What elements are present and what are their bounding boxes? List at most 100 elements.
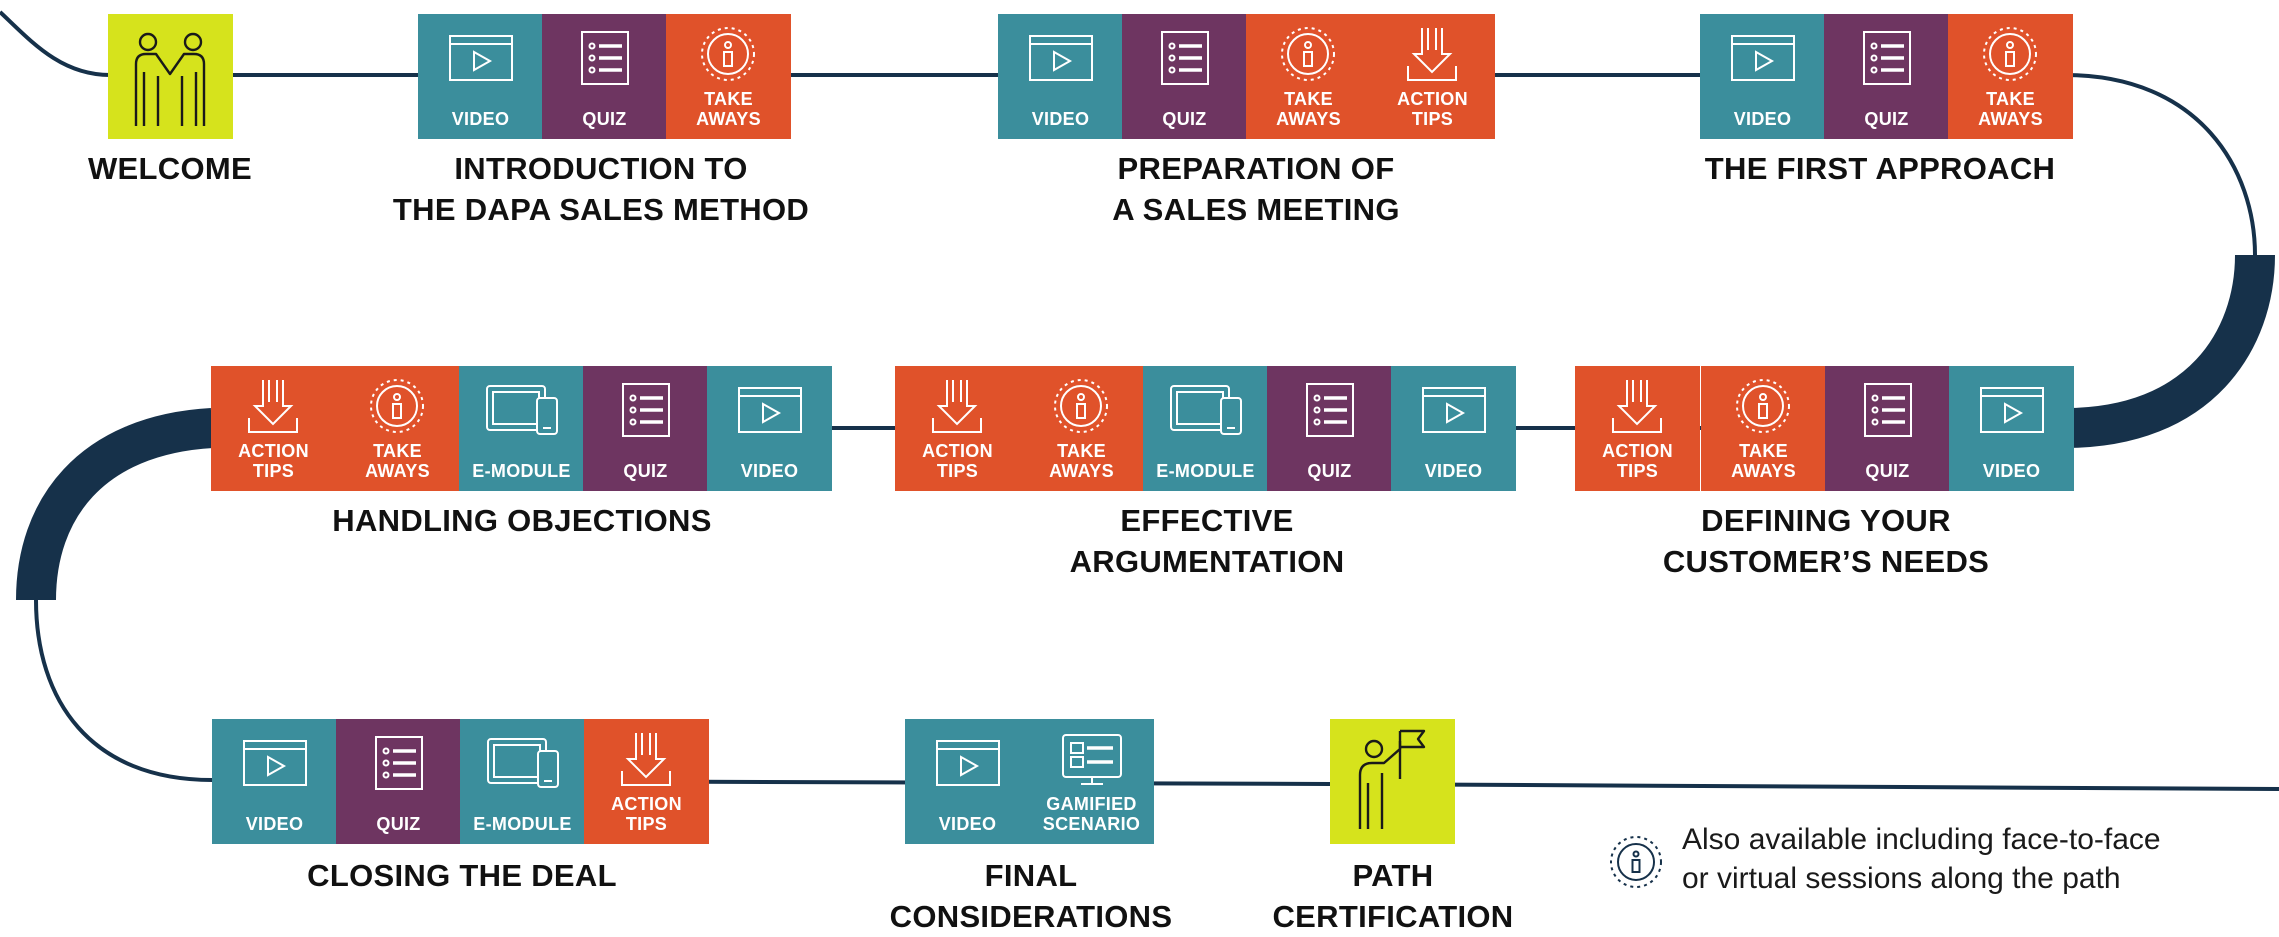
tile-label: E-MODULE	[473, 814, 572, 834]
info-badge-icon	[1736, 379, 1790, 433]
step-title-defining-needs: DEFINING YOUR CUSTOMER’S NEEDS	[1662, 503, 1990, 579]
step-title-preparation: PREPARATION OF A SALES MEETING	[1112, 151, 1400, 227]
take-aways-tile[interactable]: TAKE AWAYS	[335, 366, 460, 491]
tile-label: TAKE AWAYS	[1049, 441, 1114, 481]
video-tile[interactable]: VIDEO	[418, 14, 543, 139]
tile-label: VIDEO	[1424, 461, 1483, 481]
tile-label: ACTION TIPS	[611, 794, 682, 834]
tile-label: VIDEO	[938, 814, 997, 834]
step-title-effective-argumentation: EFFECTIVE ARGUMENTATION	[1069, 503, 1345, 579]
step-title-final-considerations: FINAL CONSIDERATIONS	[889, 858, 1173, 934]
quiz-tile[interactable]: QUIZ	[1825, 366, 1950, 491]
tile-label: TAKE AWAYS	[696, 89, 761, 129]
tile-label: GAMIFIED SCENARIO	[1042, 794, 1141, 834]
tile-label: ACTION TIPS	[1602, 441, 1673, 481]
quiz-list-icon	[581, 31, 629, 85]
video-tile[interactable]: VIDEO	[1700, 14, 1825, 139]
tile-label: QUIZ	[376, 814, 421, 834]
quiz-tile[interactable]: QUIZ	[583, 366, 708, 491]
availability-note: Also available including face-to-face or…	[1682, 823, 2161, 895]
tablet-phone-icon	[486, 385, 558, 435]
download-arrow-icon	[248, 380, 298, 433]
quiz-tile[interactable]: QUIZ	[1122, 14, 1247, 139]
quiz-list-icon	[622, 383, 670, 437]
action-tips-tile[interactable]: ACTION TIPS	[584, 719, 709, 844]
video-player-icon	[1422, 387, 1486, 433]
tile-label: TAKE AWAYS	[1978, 89, 2043, 129]
tile-label: ACTION TIPS	[1397, 89, 1468, 129]
tile-label: QUIZ	[1865, 461, 1910, 481]
download-arrow-icon	[932, 380, 982, 433]
gamified-scenario-tile[interactable]: GAMIFIED SCENARIO	[1029, 719, 1154, 844]
tablet-phone-icon	[487, 738, 559, 788]
info-badge-icon	[1983, 27, 2037, 81]
welcome-tile[interactable]	[108, 14, 233, 139]
info-badge-icon	[1054, 379, 1108, 433]
e-module-tile[interactable]: E-MODULE	[459, 366, 584, 491]
video-player-icon	[936, 740, 1000, 786]
tile-label: TAKE AWAYS	[365, 441, 430, 481]
quiz-tile[interactable]: QUIZ	[542, 14, 667, 139]
video-tile[interactable]: VIDEO	[1391, 366, 1516, 491]
e-module-tile[interactable]: E-MODULE	[460, 719, 585, 844]
video-tile[interactable]: VIDEO	[905, 719, 1030, 844]
step-title-closing-deal: CLOSING THE DEAL	[307, 858, 617, 893]
download-arrow-icon	[621, 733, 671, 786]
tile-label: VIDEO	[245, 814, 304, 834]
video-player-icon	[738, 387, 802, 433]
quiz-list-icon	[1863, 31, 1911, 85]
path-certification-tile[interactable]	[1330, 719, 1455, 844]
quiz-tile[interactable]: QUIZ	[1824, 14, 1949, 139]
download-arrow-icon	[1612, 380, 1662, 433]
handshake-people-icon	[134, 32, 206, 126]
tile-label: VIDEO	[1982, 461, 2041, 481]
take-aways-tile[interactable]: TAKE AWAYS	[666, 14, 791, 139]
tile-label: QUIZ	[582, 109, 627, 129]
tile-label: QUIZ	[623, 461, 668, 481]
tile-label: ACTION TIPS	[238, 441, 309, 481]
action-tips-tile[interactable]: ACTION TIPS	[211, 366, 336, 491]
download-arrow-icon	[1407, 28, 1457, 81]
quiz-list-icon	[1306, 383, 1354, 437]
video-player-icon	[1980, 387, 2044, 433]
step-title-handling-objections: HANDLING OBJECTIONS	[332, 503, 712, 538]
step-title-welcome: WELCOME	[88, 151, 252, 186]
tile-label: VIDEO	[1733, 109, 1792, 129]
tile-label: QUIZ	[1864, 109, 1909, 129]
step-title-first-approach: THE FIRST APPROACH	[1704, 151, 2056, 186]
tile-label: TAKE AWAYS	[1276, 89, 1341, 129]
take-aways-tile[interactable]: TAKE AWAYS	[1948, 14, 2073, 139]
action-tips-tile[interactable]: ACTION TIPS	[895, 366, 1020, 491]
video-tile[interactable]: VIDEO	[1949, 366, 2074, 491]
e-module-tile[interactable]: E-MODULE	[1143, 366, 1268, 491]
video-player-icon	[1029, 35, 1093, 81]
tile-label: VIDEO	[1031, 109, 1090, 129]
tile-label: QUIZ	[1307, 461, 1352, 481]
video-tile[interactable]: VIDEO	[212, 719, 337, 844]
info-badge-icon	[701, 27, 755, 81]
action-tips-tile[interactable]: ACTION TIPS	[1575, 366, 1700, 491]
quiz-tile[interactable]: QUIZ	[1267, 366, 1392, 491]
quiz-tile[interactable]: QUIZ	[336, 719, 461, 844]
video-player-icon	[243, 740, 307, 786]
take-aways-tile[interactable]: TAKE AWAYS	[1701, 366, 1826, 491]
quiz-list-icon	[1161, 31, 1209, 85]
tile-label: E-MODULE	[472, 461, 571, 481]
step-title-introduction: INTRODUCTION TO THE DAPA SALES METHOD	[392, 151, 810, 227]
quiz-list-icon	[1864, 383, 1912, 437]
game-screen-icon	[1062, 734, 1122, 785]
info-icon	[1610, 836, 1662, 888]
take-aways-tile[interactable]: TAKE AWAYS	[1246, 14, 1371, 139]
action-tips-tile[interactable]: ACTION TIPS	[1370, 14, 1495, 139]
tablet-phone-icon	[1170, 385, 1242, 435]
video-tile[interactable]: VIDEO	[998, 14, 1123, 139]
video-player-icon	[449, 35, 513, 81]
quiz-list-icon	[375, 736, 423, 790]
tile-label: VIDEO	[740, 461, 799, 481]
video-tile[interactable]: VIDEO	[707, 366, 832, 491]
tile-label: E-MODULE	[1156, 461, 1255, 481]
tile-label: ACTION TIPS	[922, 441, 993, 481]
video-player-icon	[1731, 35, 1795, 81]
info-badge-icon	[1281, 27, 1335, 81]
take-aways-tile[interactable]: TAKE AWAYS	[1019, 366, 1144, 491]
